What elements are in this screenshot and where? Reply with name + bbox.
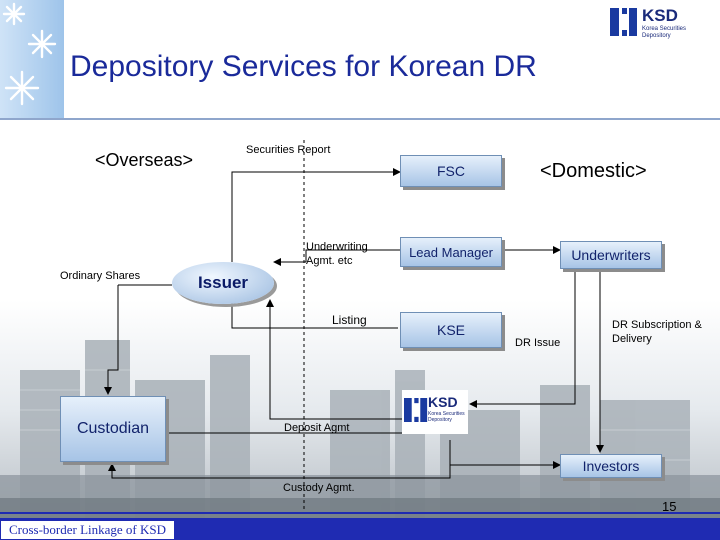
fsc-node: FSC [400, 155, 502, 187]
page-title: Depository Services for Korean DR [70, 50, 537, 83]
snowflake-icon [2, 2, 57, 106]
snowflake-panel [0, 0, 64, 118]
edge-dr-issue [469, 268, 576, 408]
domestic-heading: <Domestic> [540, 160, 647, 182]
edge-deposit-agmt [266, 299, 402, 420]
ksd-logo-subtitle-2: Depository [642, 33, 671, 39]
label-underwriting-1: Underwriting [306, 241, 368, 253]
label-custody-agmt: Custody Agmt. [283, 482, 355, 494]
custodian-node: Custodian [60, 396, 166, 462]
ksd-depository-node: KSD Korea Securities Depository [402, 390, 468, 434]
footer-label: Cross-border Linkage of KSD [0, 520, 175, 540]
edge-underwriting [305, 249, 400, 262]
ksd-logo-icon [610, 8, 637, 36]
label-deposit-agmt: Deposit Agmt [284, 422, 350, 434]
label-dr-issue: DR Issue [515, 337, 561, 349]
label-dr-subscription-1: DR Subscription & [612, 319, 702, 331]
ksd-node-name: KSD [428, 394, 458, 410]
kse-node: KSE [400, 312, 502, 348]
label-dr-subscription-2: Delivery [612, 333, 652, 345]
label-underwriting-2: Agmt. etc [306, 255, 353, 267]
ksd-logo-name: KSD [642, 6, 678, 25]
footer-bar [0, 518, 720, 540]
overseas-heading: <Overseas> [95, 150, 194, 170]
page-number: 15 [662, 499, 677, 514]
lead-manager-node: Lead Manager [400, 237, 502, 267]
underwriters-node: Underwriters [560, 241, 662, 269]
label-ordinary-shares: Ordinary Shares [60, 270, 141, 282]
ksd-node-logo-icon [404, 398, 428, 422]
edge-securities-report [231, 168, 401, 262]
issuer-node: Issuer [172, 262, 274, 304]
label-listing: Listing [332, 313, 367, 327]
label-securities-report: Securities Report [246, 144, 331, 156]
edge-listing [231, 300, 398, 329]
ksd-logo: KSD Korea Securities Depository [610, 6, 715, 40]
investors-node: Investors [560, 454, 662, 478]
title-underline [0, 118, 720, 120]
edge-ksd-investors [449, 440, 561, 469]
ksd-node-subtitle-2: Depository [428, 417, 452, 423]
ksd-logo-subtitle-1: Korea Securities [642, 26, 687, 32]
footer-rule [0, 512, 720, 514]
ksd-node-subtitle-1: Korea Securities [428, 411, 465, 417]
